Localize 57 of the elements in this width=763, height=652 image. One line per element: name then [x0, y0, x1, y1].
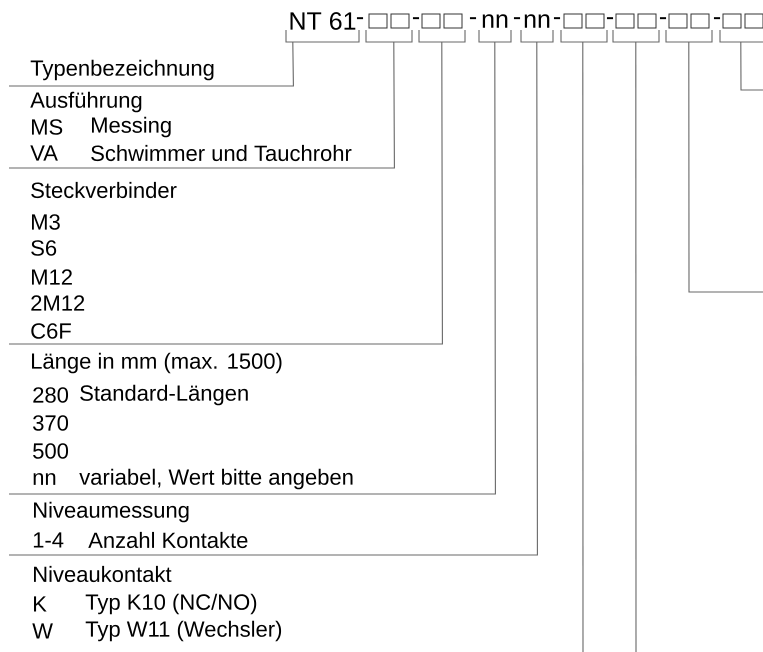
option-code: M3: [32, 214, 60, 230]
placeholder-boxes: [612, 14, 660, 43]
hyphen: -: [660, 17, 666, 20]
hyphen: -: [554, 17, 560, 20]
node-text: Ausführung MS Messing VA Schwimmer und Tauchrohr: [30, 92, 352, 162]
option-code: 2M12: [31, 295, 84, 311]
hyphen: -: [606, 17, 614, 20]
option-code: 1-4: [34, 532, 64, 548]
code-segment: nn: [520, 14, 554, 43]
node-text: Niveaumessung 1-4 Anzahl Kontakte: [34, 502, 248, 548]
section-heading: Länge in mm (max. 1500): [32, 352, 282, 374]
option-code: nn: [34, 473, 56, 485]
leader-line: [9, 42, 538, 556]
option-description: Standard-Längen: [80, 384, 248, 406]
code-segment: nn: [478, 14, 512, 43]
leader-line: [688, 42, 763, 293]
section-heading: Niveaukontakt: [34, 566, 172, 582]
leader-line: [740, 42, 763, 91]
option-code: 370: [33, 415, 68, 431]
hyphen: -: [514, 17, 520, 20]
option-code: M12: [32, 269, 72, 285]
option-code: MS: [32, 119, 62, 135]
section-heading: Ausführung: [30, 92, 142, 112]
option-code: 280: [33, 387, 68, 403]
option-description: Anzahl Kontakte: [88, 532, 248, 548]
section-heading: Niveaumessung: [34, 502, 188, 522]
option-description: Typ W11 (Wechsler): [86, 620, 282, 642]
placeholder-boxes: [560, 14, 608, 43]
option-description: 500: [33, 443, 68, 459]
hyphen: -: [356, 17, 364, 20]
placeholder-boxes: [719, 14, 763, 43]
option-description: variabel, Wert bitte angeben: [79, 468, 352, 490]
option-code: W: [32, 623, 53, 639]
option-description: Messing: [92, 116, 171, 138]
leader-line: [582, 42, 584, 652]
leader-line: [9, 42, 443, 345]
hyphen: -: [470, 17, 476, 20]
option-code: S6: [31, 240, 56, 256]
leader-line: [9, 42, 496, 495]
option-code: K: [34, 596, 47, 612]
option-code: C6F: [31, 323, 71, 339]
section-heading: Steckverbinder: [31, 182, 177, 198]
placeholder-boxes: [365, 14, 413, 43]
option-description: Typ K10 (NC/NO): [86, 594, 256, 614]
leader-line: [9, 42, 395, 169]
leader-line: [9, 42, 294, 87]
hyphen: -: [412, 17, 420, 20]
section-heading: Typenbezeichnung: [30, 60, 214, 80]
node-text: Länge in mm (max. 1500) 280 Standard-Längen 370 500 nn variabel, Wert bitte angeben: [32, 352, 352, 490]
leader-line: [635, 42, 637, 652]
node-text: Steckverbinder M3 S6 M12 2M12 C6F: [31, 182, 177, 339]
option-code: VA: [30, 145, 58, 161]
placeholder-boxes: [418, 14, 466, 43]
placeholder-boxes: [665, 14, 713, 43]
hyphen: -: [714, 17, 720, 20]
option-description: Schwimmer und Tauchrohr: [91, 144, 352, 162]
node-text: Niveaukontakt K Typ K10 (NC/NO) W Typ W11 (Wechsler): [32, 566, 282, 642]
